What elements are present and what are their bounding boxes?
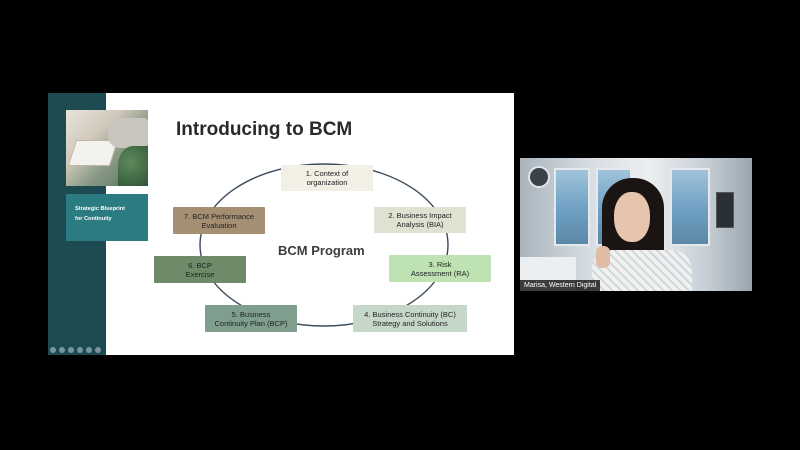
presenter-toolbar [50, 347, 101, 353]
participant-video[interactable]: Marisa, Western Digital [520, 158, 752, 291]
slide-title: Introducing to BCM [176, 119, 353, 140]
slide-photo [66, 110, 148, 186]
window-right [670, 168, 710, 246]
window-left [554, 168, 590, 246]
participant-face [614, 192, 650, 242]
more-icon[interactable] [95, 347, 101, 353]
prev-icon[interactable] [50, 347, 56, 353]
pointer-icon[interactable] [59, 347, 65, 353]
wall-screen [716, 192, 734, 228]
zoom-icon[interactable] [86, 347, 92, 353]
wall-clock-icon [528, 166, 550, 188]
cycle-ring [199, 163, 449, 327]
strategic-blueprint-card: Strategic Blueprint for Continuity [66, 194, 148, 241]
participant-name-tag: Marisa, Western Digital [520, 280, 601, 291]
card-line-1: Strategic Blueprint [75, 206, 126, 212]
pen-icon[interactable] [68, 347, 74, 353]
grid-icon[interactable] [77, 347, 83, 353]
center-label: BCM Program [278, 243, 365, 258]
node-strategy: 4. Business Continuity (BC)Strategy and … [353, 305, 467, 332]
cycle-diagram [199, 163, 449, 327]
arm-image [108, 118, 148, 148]
participant-hand [596, 246, 610, 268]
presentation-slide: Strategic Blueprint for Continuity Intro… [48, 93, 514, 355]
plant-image [118, 146, 148, 186]
card-line-2: for Continuity [75, 216, 112, 222]
